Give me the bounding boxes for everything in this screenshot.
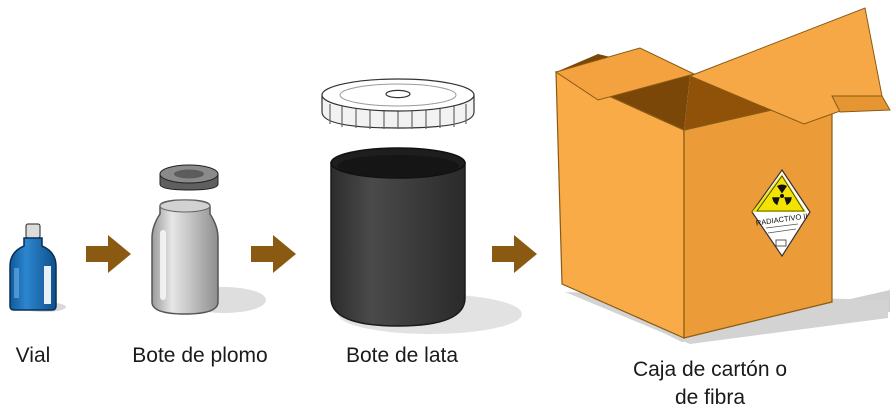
arrow-right-icon — [251, 235, 296, 273]
label-cardboard-box-line1: Caja de cartón o — [632, 358, 788, 381]
label-lead-pot: Bote de plomo — [132, 344, 268, 367]
tin-can-lid — [321, 78, 475, 129]
radioactive-hazard-label: RADIACTIVO II — [751, 168, 811, 258]
lead-pot-illustration — [151, 164, 266, 315]
label-cardboard-box-line2: de fibra — [674, 386, 746, 409]
cardboard-box-illustration: RADIACTIVO II — [554, 7, 891, 344]
label-cardboard-box: Caja de cartón o de fibra — [600, 356, 820, 412]
vial-illustration — [9, 223, 66, 312]
arrow-right-icon — [492, 235, 537, 273]
arrow-right-icon — [86, 235, 131, 273]
radiation-trefoil-icon — [772, 184, 792, 206]
label-vial: Vial — [15, 344, 51, 367]
label-tin-can: Bote de lata — [345, 344, 459, 367]
tin-can-illustration — [321, 78, 522, 334]
